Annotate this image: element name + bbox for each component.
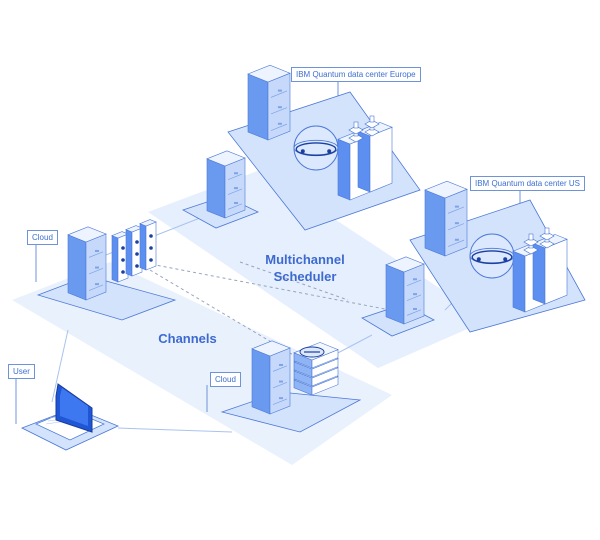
scheduler-server-right	[385, 256, 425, 325]
cloud-label-bottom: Cloud	[210, 372, 241, 387]
user-label: User	[8, 364, 35, 379]
cloud-bottom-server	[251, 340, 291, 415]
scheduler-server-top	[206, 150, 246, 219]
user-laptop	[21, 383, 120, 451]
channels-title: Channels	[158, 331, 217, 346]
scheduler-title-line2: Scheduler	[273, 269, 337, 284]
us-quantum-sphere	[469, 233, 515, 279]
us-data-center-label: IBM Quantum data center US	[470, 176, 585, 191]
cloud-bottom-storage-stack	[293, 342, 339, 396]
cloud-left-racks	[111, 219, 157, 283]
cloud-label-left: Cloud	[27, 230, 58, 245]
us-server	[424, 180, 468, 257]
scheduler-title-line1: Multichannel	[265, 252, 345, 267]
europe-cryostat	[337, 115, 393, 201]
europe-data-center-label: IBM Quantum data center Europe	[291, 67, 421, 82]
us-cryostat	[512, 227, 568, 313]
cloud-left-server	[67, 226, 107, 301]
multichannel-scheduler-title: Multichannel Scheduler	[255, 251, 355, 285]
europe-server	[247, 64, 291, 141]
europe-quantum-sphere	[293, 125, 339, 171]
